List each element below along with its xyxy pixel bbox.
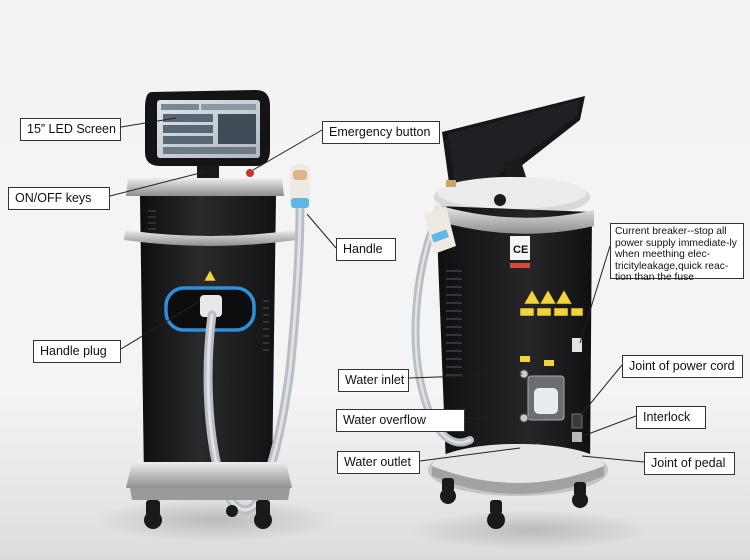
- power-cord-joint: [571, 413, 583, 429]
- callout-water-inlet: Water inlet: [338, 369, 409, 392]
- svg-text:CE: CE: [513, 244, 528, 256]
- emergency-button: [246, 169, 254, 177]
- current-breaker: [572, 338, 582, 352]
- left-machine: [124, 90, 310, 529]
- callout-handle-plug: Handle plug: [33, 340, 121, 363]
- warning-triangle-left: [203, 269, 217, 282]
- callout-led-screen: 15” LED Screen: [20, 118, 121, 141]
- callout-emergency-button: Emergency button: [322, 121, 440, 144]
- callout-current-breaker: Current breaker--stop all power supply i…: [610, 223, 744, 283]
- ce-label: [510, 236, 530, 260]
- casters-right: [440, 478, 588, 529]
- leader-lines: [109, 117, 645, 463]
- callout-joint-pedal: Joint of pedal: [644, 452, 735, 475]
- floor-shadow-right: [410, 510, 650, 550]
- callout-handle: Handle: [336, 238, 396, 261]
- handpiece: [290, 164, 310, 208]
- floor-shadow-left: [95, 498, 335, 542]
- callout-joint-power-cord: Joint of power cord: [622, 355, 743, 378]
- water-overflow-port: [519, 413, 529, 423]
- right-handpiece: [424, 206, 456, 254]
- right-machine: CE: [411, 96, 608, 529]
- interlock-joint: [572, 432, 582, 442]
- warning-labels-right: [519, 289, 584, 317]
- callout-on-off-keys: ON/OFF keys: [8, 187, 110, 210]
- callout-water-outlet: Water outlet: [337, 451, 420, 474]
- led-screen-monitor: [145, 90, 270, 166]
- casters-left: [144, 500, 272, 529]
- callout-water-overflow: Water overflow: [336, 409, 465, 432]
- callout-interlock: Interlock: [636, 406, 706, 429]
